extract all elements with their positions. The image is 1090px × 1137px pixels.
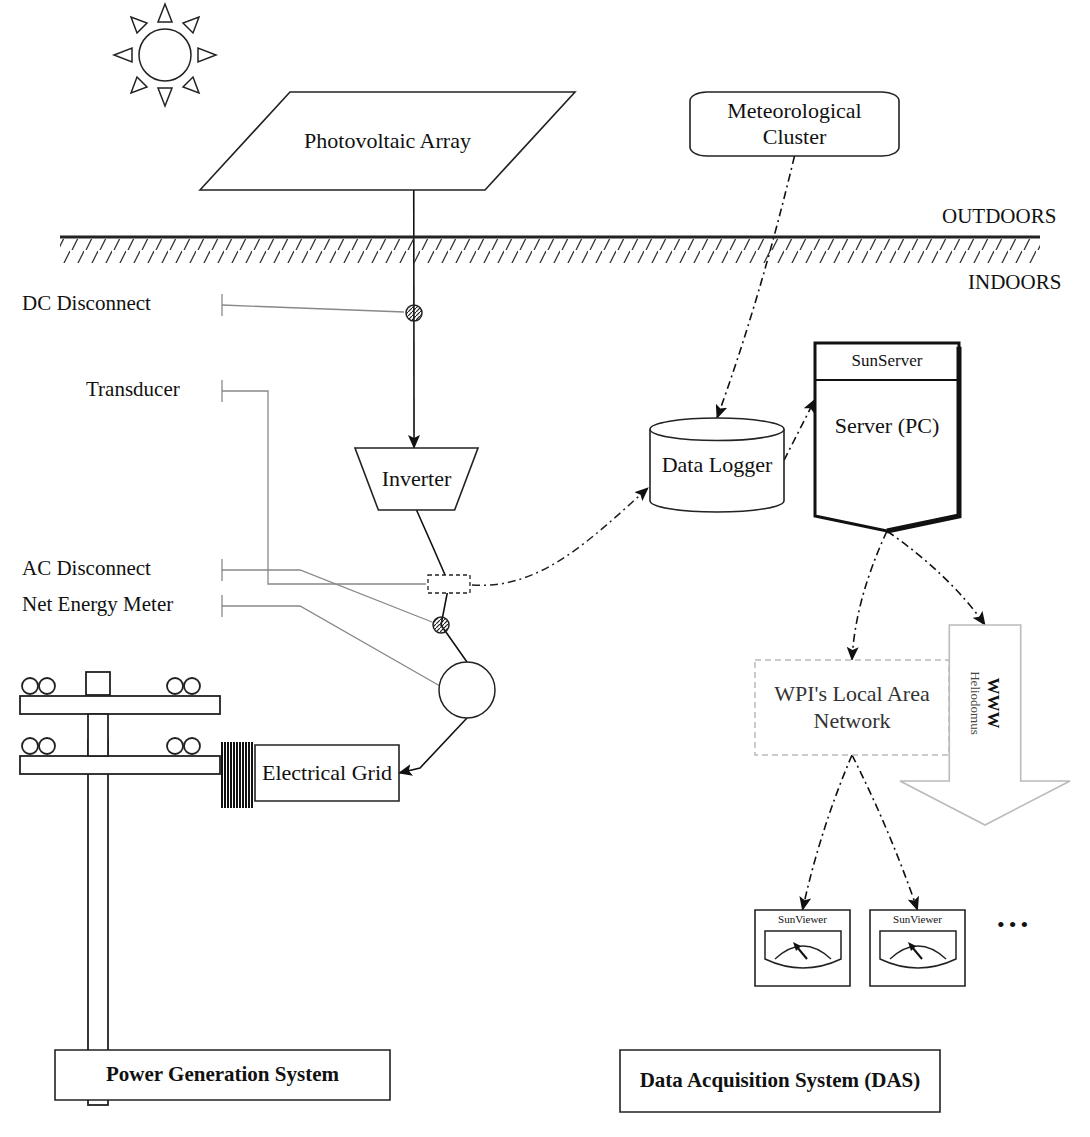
- node-label: Data Logger: [656, 450, 779, 480]
- net-energy-meter-symbol: [439, 662, 495, 718]
- annotation-label: INDOORS: [966, 270, 1063, 295]
- annotation-label: AC Disconnect: [20, 556, 153, 581]
- server-heading: SunServer: [815, 343, 959, 381]
- node-label: Photovoltaic Array: [298, 126, 477, 156]
- gauge-icon: [878, 929, 958, 973]
- ac-disconnect-symbol: [433, 617, 449, 633]
- sunviewer-box: SunViewer: [870, 910, 965, 986]
- www-arrow: WWWHeliodomus: [900, 625, 1070, 825]
- sunviewer-box: SunViewer: [755, 910, 850, 986]
- server-label: Server (PC): [829, 411, 945, 441]
- data-link: [887, 531, 985, 625]
- decorations: [20, 4, 1040, 1105]
- node-label: WPI's Local Area Network: [755, 679, 949, 736]
- node-label: Power Generation System: [100, 1060, 345, 1089]
- sun-icon: [114, 4, 216, 106]
- node-label: Meteorological Cluster: [690, 96, 899, 153]
- data-logger-cylinder: Data Logger: [650, 418, 784, 512]
- transformer-windings: [222, 742, 252, 808]
- www-label: WWW: [983, 678, 1003, 729]
- dc-disconnect-symbol: [406, 305, 422, 321]
- ground-line: [60, 236, 1040, 239]
- utility-pole: [20, 672, 220, 1105]
- annotation-label: DC Disconnect: [20, 291, 153, 316]
- data-link: [717, 156, 795, 418]
- viewer-label: SunViewer: [776, 910, 829, 929]
- power-line: [399, 510, 467, 773]
- transducer-signal-line: [472, 488, 648, 585]
- node-label: Inverter: [376, 464, 458, 494]
- node-label: Electrical Grid: [256, 758, 398, 788]
- connector-layer: [399, 156, 985, 910]
- section-caption-box: Power Generation System: [55, 1050, 390, 1100]
- meteorological-cluster-box: Meteorological Cluster: [690, 92, 899, 156]
- gauge-icon: [763, 929, 843, 973]
- www-label: Heliodomus: [967, 671, 983, 735]
- data-link: [803, 755, 853, 910]
- inverter-box: Inverter: [355, 448, 478, 510]
- annotation-label: Transducer: [84, 377, 182, 402]
- data-link: [852, 755, 918, 910]
- transducer-symbol: [428, 575, 470, 593]
- annotation-label: OUTDOORS: [940, 204, 1058, 229]
- ground-hatching: [60, 239, 1040, 263]
- annotation-label: Net Energy Meter: [20, 592, 175, 617]
- www-text-holder: WWWHeliodomus: [967, 628, 1003, 778]
- server-box: SunServerServer (PC): [815, 343, 959, 531]
- data-link: [784, 399, 815, 460]
- section-caption-box: Data Acquisition System (DAS): [620, 1050, 940, 1112]
- data-link: [852, 531, 887, 660]
- node-label: Data Acquisition System (DAS): [634, 1066, 927, 1095]
- viewer-label: SunViewer: [891, 910, 944, 929]
- electrical-grid-box: Electrical Grid: [255, 745, 399, 801]
- lan-box: WPI's Local Area Network: [755, 660, 949, 755]
- pv-array-box: Photovoltaic Array: [200, 92, 575, 190]
- ellipsis-mark: •••: [995, 912, 1034, 938]
